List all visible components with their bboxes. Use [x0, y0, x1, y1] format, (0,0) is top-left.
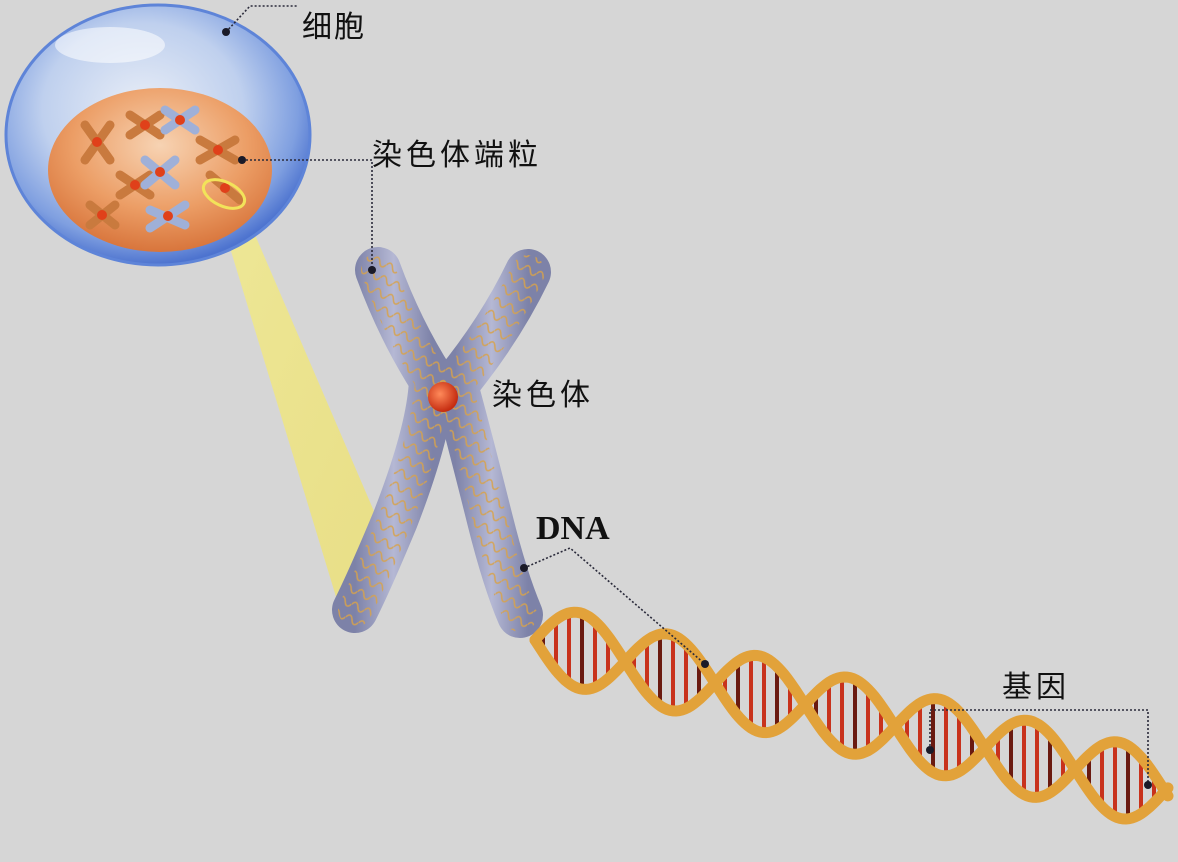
cell-illustration: [4, 3, 312, 267]
chromosome-label: 染色体: [492, 378, 594, 413]
chromosome-illustration: [332, 247, 551, 638]
gene-label: 基因: [1002, 670, 1070, 705]
telomere-label: 染色体端粒: [372, 138, 542, 173]
leader-lines: [225, 5, 1149, 785]
dna-strand-a: [529, 628, 1174, 825]
centromere-icon: [428, 382, 458, 412]
dna-strand-b: [529, 606, 1174, 803]
dna-helix-illustration: [529, 606, 1174, 825]
cell-label: 细胞: [302, 10, 366, 45]
dna-label: DNA: [536, 510, 610, 547]
zoom-cone: [210, 182, 395, 610]
